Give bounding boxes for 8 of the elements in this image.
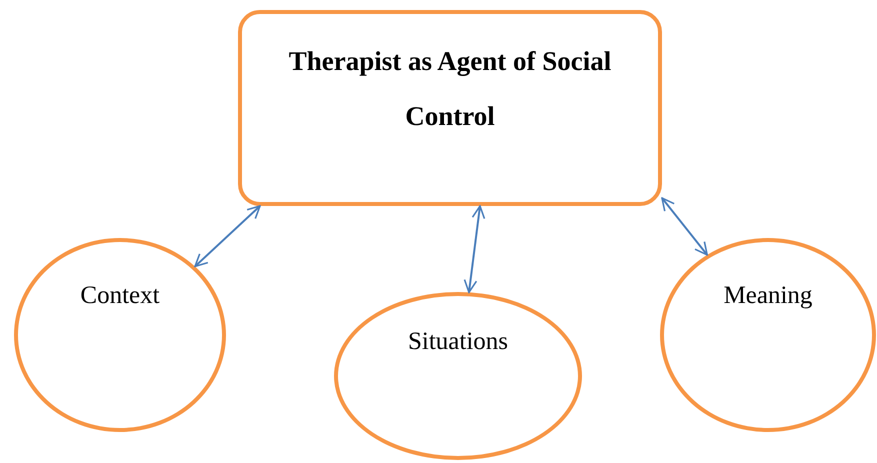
node-label: Situations xyxy=(406,328,509,356)
node-label: Context xyxy=(79,282,161,310)
double-arrow xyxy=(661,197,708,256)
double-arrow xyxy=(194,205,261,268)
double-arrow xyxy=(464,205,486,294)
rounded-box xyxy=(238,10,662,206)
node-label: Meaning xyxy=(722,282,814,310)
node-title: Therapist as Agent of Social Control xyxy=(288,45,612,133)
